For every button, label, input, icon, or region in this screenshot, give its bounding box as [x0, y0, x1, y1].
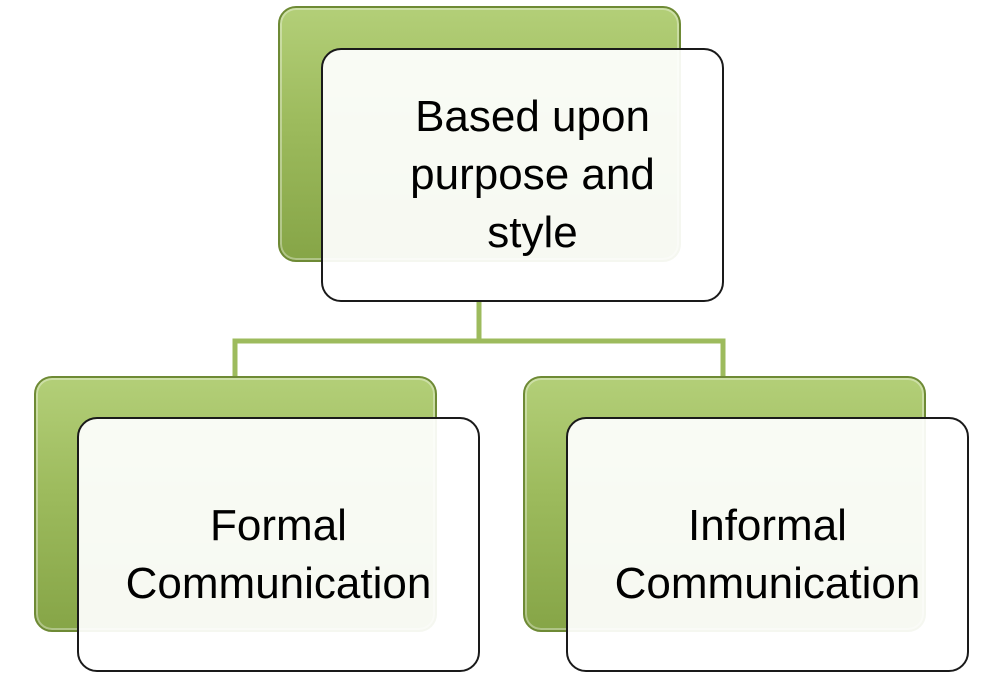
informal-communication-node: Informal Communication: [566, 417, 969, 672]
root-node-label: Based upon purpose and style: [410, 92, 655, 257]
formal-communication-label: Formal Communication: [125, 500, 432, 608]
connector-root-to-informal: [479, 338, 726, 376]
root-node: Based upon purpose and style: [321, 48, 724, 302]
connector-root-to-children: [232, 302, 482, 376]
informal-communication-label: Informal Communication: [614, 500, 921, 608]
formal-communication-node: Formal Communication: [77, 417, 480, 672]
